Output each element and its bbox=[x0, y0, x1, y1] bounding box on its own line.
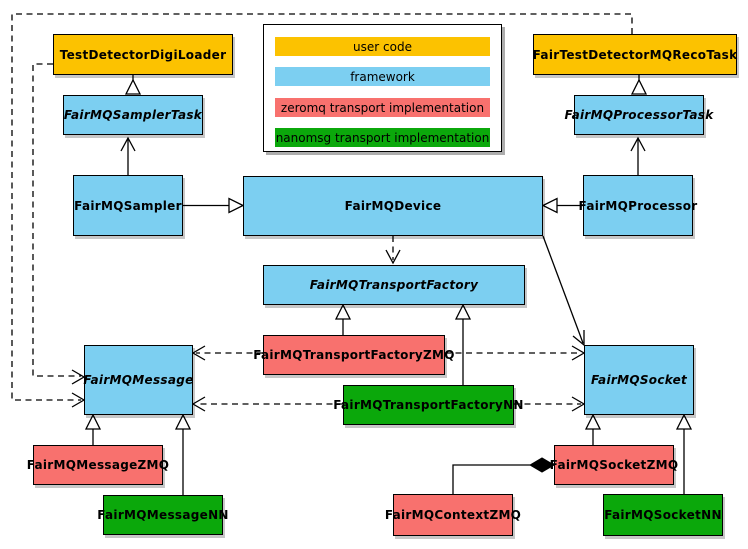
edge-contextzmq-socketzmq bbox=[452, 464, 530, 494]
vee-arrow-icon bbox=[571, 345, 586, 361]
vee-arrow-icon bbox=[120, 136, 136, 152]
node-fairmqtransportfactorynn: FairMQTransportFactoryNN bbox=[333, 385, 523, 425]
node-fairmqsocket: FairMQSocket bbox=[584, 345, 694, 415]
vee-arrow-icon bbox=[572, 330, 585, 347]
hollow-triangle-icon bbox=[174, 413, 192, 430]
legend-item-user-code: user code bbox=[275, 37, 490, 56]
node-fairmqsocketzmq: FairMQSocketZMQ bbox=[550, 445, 678, 485]
legend-item-zeromq: zeromq transport implementation bbox=[275, 98, 490, 117]
hollow-triangle-icon bbox=[454, 303, 472, 320]
legend-label: user code bbox=[353, 39, 412, 54]
node-fairmqtransportfactoryzmq: FairMQTransportFactoryZMQ bbox=[253, 335, 454, 375]
hollow-triangle-icon bbox=[124, 78, 142, 95]
node-fairmqcontextzmq: FairMQContextZMQ bbox=[385, 494, 521, 536]
node-fairmqsocketnn: FairMQSocketNN bbox=[603, 494, 723, 536]
hollow-triangle-icon bbox=[630, 78, 648, 95]
vee-arrow-icon bbox=[385, 249, 401, 265]
node-testdetectordigiloader: TestDetectorDigiLoader bbox=[53, 34, 233, 75]
vee-arrow-icon bbox=[71, 369, 86, 385]
node-fairmqmessagezmq: FairMQMessageZMQ bbox=[27, 445, 169, 485]
node-fairmqsampler: FairMQSampler bbox=[73, 175, 183, 236]
hollow-triangle-icon bbox=[584, 413, 602, 430]
hollow-triangle-icon bbox=[675, 413, 693, 430]
legend-item-nanomsg: nanomsg transport implementation bbox=[275, 128, 490, 147]
legend: user code framework zeromq transport imp… bbox=[263, 24, 502, 152]
node-fairmqsamplertask: FairMQSamplerTask bbox=[63, 95, 203, 135]
legend-label: framework bbox=[350, 69, 415, 84]
hollow-triangle-icon bbox=[541, 197, 558, 214]
hollow-triangle-icon bbox=[334, 303, 352, 320]
hollow-triangle-icon bbox=[84, 413, 102, 430]
node-fairtestdetectormqrecotask: FairTestDetectorMQRecoTask bbox=[533, 34, 737, 75]
vee-arrow-icon bbox=[191, 396, 206, 412]
edge-device-socket bbox=[542, 235, 584, 344]
legend-label: zeromq transport implementation bbox=[280, 100, 485, 115]
node-fairmqprocessortask: FairMQProcessorTask bbox=[564, 95, 713, 135]
vee-arrow-icon bbox=[71, 392, 86, 408]
hollow-triangle-icon bbox=[228, 197, 245, 214]
node-fairmqtransportfactory: FairMQTransportFactory bbox=[263, 265, 525, 305]
legend-label: nanomsg transport implementation bbox=[275, 130, 490, 145]
legend-item-framework: framework bbox=[275, 67, 490, 86]
vee-arrow-icon bbox=[571, 396, 586, 412]
vee-arrow-icon bbox=[191, 345, 206, 361]
node-fairmqmessagenn: FairMQMessageNN bbox=[97, 495, 228, 535]
node-fairmqprocessor: FairMQProcessor bbox=[579, 175, 697, 236]
vee-arrow-icon bbox=[630, 136, 646, 152]
node-fairmqdevice: FairMQDevice bbox=[243, 176, 543, 236]
node-fairmqmessage: FairMQMessage bbox=[83, 345, 193, 415]
